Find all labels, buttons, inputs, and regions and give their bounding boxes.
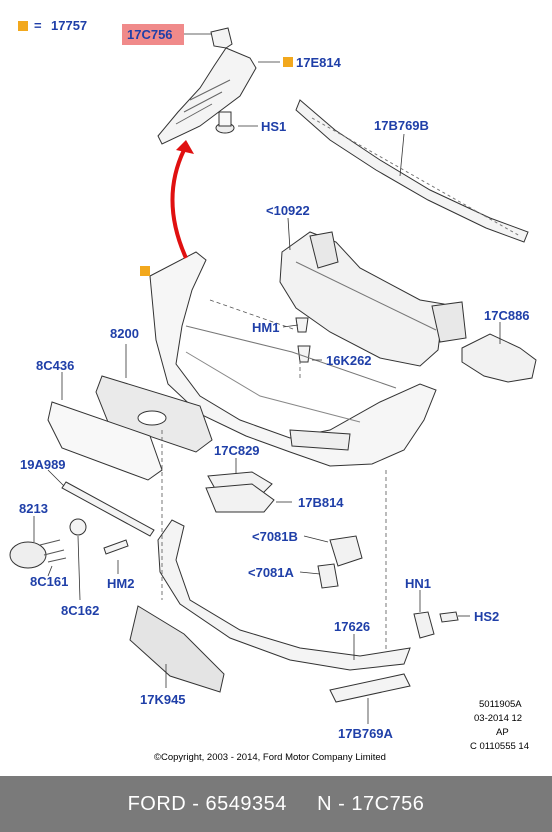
- footer-brand-code: FORD - 6549354: [127, 792, 287, 815]
- callout-7081A[interactable]: <7081A: [248, 565, 294, 580]
- mesh-17K945-drawing: [129, 605, 225, 693]
- legend-equals: =: [34, 18, 42, 33]
- callout-17626[interactable]: 17626: [334, 619, 371, 634]
- callout-17C829[interactable]: 17C829: [214, 443, 260, 458]
- info-line-3: AP: [496, 727, 509, 738]
- callout-8C162[interactable]: 8C162: [61, 603, 100, 618]
- callout-HS2[interactable]: HS2: [474, 609, 500, 624]
- info-line-1: 5011905A: [479, 699, 522, 710]
- callout-8C161[interactable]: 8C161: [30, 574, 69, 589]
- red-arrow-indicator: [170, 140, 194, 259]
- callout-10922[interactable]: <10922: [266, 203, 310, 218]
- nut-HN1-drawing: [413, 611, 435, 639]
- callout-17B814[interactable]: 17B814: [298, 495, 344, 510]
- callout-7081B[interactable]: <7081B: [252, 529, 298, 544]
- callout-HM2[interactable]: HM2: [107, 576, 135, 591]
- highlight-box: [122, 24, 184, 45]
- callout-17E814[interactable]: 17E814: [296, 55, 341, 70]
- bracket-7081B-drawing: [329, 535, 363, 567]
- screw-HM2-drawing: [103, 539, 129, 555]
- fasteners-HM1-16K262-drawing: [295, 317, 311, 363]
- callout-17K945[interactable]: 17K945: [140, 692, 186, 707]
- callout-8213[interactable]: 8213: [19, 501, 48, 516]
- callout-HM1[interactable]: HM1: [252, 320, 280, 335]
- beam-10922-drawing: [279, 231, 467, 367]
- bolt-HS2-drawing: [439, 611, 459, 623]
- callout-HN1[interactable]: HN1: [405, 576, 432, 591]
- bumper-cover-drawing: [149, 251, 437, 467]
- bracket-17C756-drawing: [157, 27, 257, 145]
- strip-19A989-drawing: [61, 481, 155, 537]
- marker-square-17E814: [283, 57, 293, 67]
- bar-17B769B-drawing: [295, 99, 529, 243]
- legend-part-number: 17757: [51, 18, 88, 33]
- copyright-text: ©Copyright, 2003 - 2014, Ford Motor Comp…: [154, 752, 386, 763]
- legend-marker-square: [18, 21, 28, 31]
- bracket-17C886-drawing: [461, 333, 537, 383]
- bar-17B769A-drawing: [329, 673, 411, 703]
- callout-17C756[interactable]: 17C756: [127, 27, 173, 42]
- info-line-4: C 0110555 14: [470, 741, 529, 752]
- fog-bezel-drawing: [205, 471, 275, 513]
- footer-spacer: [287, 793, 317, 816]
- bolt-HS1-drawing: [215, 111, 235, 134]
- footer-part-code: N - 17C756: [317, 792, 425, 815]
- info-line-2: 03-2014 12: [474, 713, 523, 724]
- callout-19A989[interactable]: 19A989: [20, 457, 66, 472]
- callout-17B769B[interactable]: 17B769B: [374, 118, 429, 133]
- callout-17B769A[interactable]: 17B769A: [338, 726, 393, 741]
- marker-square-bumper: [140, 266, 150, 276]
- leader-lines: [33, 33, 501, 724]
- callout-16K262[interactable]: 16K262: [326, 353, 372, 368]
- bracket-7081A-drawing: [317, 563, 339, 589]
- callout-8200[interactable]: 8200: [110, 326, 139, 341]
- frame-8C436-drawing: [47, 401, 163, 481]
- lamp-8213-drawing: [9, 518, 87, 569]
- callout-17C886[interactable]: 17C886: [484, 308, 530, 323]
- valance-17626-drawing: [157, 519, 411, 671]
- footer-bar: FORD - 6549354 N - 17C756: [0, 776, 552, 832]
- callout-HS1[interactable]: HS1: [261, 119, 287, 134]
- grille-8200-drawing: [95, 375, 213, 453]
- exploded-parts-diagram: [9, 27, 537, 724]
- assembly-lines: [161, 299, 387, 650]
- callout-8C436[interactable]: 8C436: [36, 358, 75, 373]
